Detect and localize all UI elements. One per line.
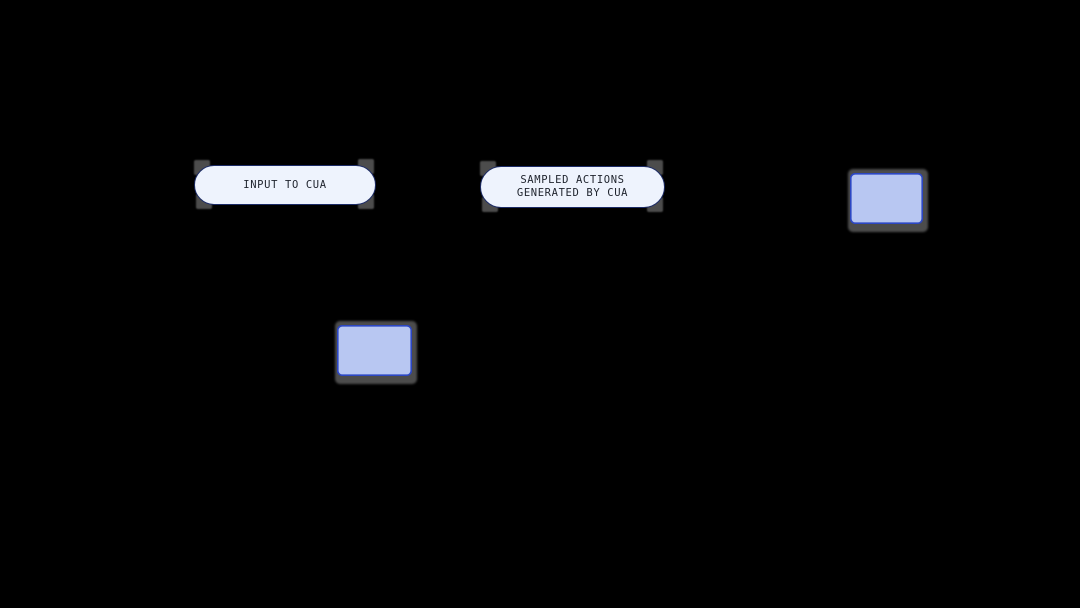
- sampled-actions-pill-body: SAMPLED ACTIONS GENERATED BY CUA: [480, 166, 665, 208]
- sampled-actions-label-line1: SAMPLED ACTIONS: [520, 174, 625, 186]
- image-with-viewfinder-icon: [337, 325, 412, 376]
- click-action-thumbnail: [848, 169, 928, 232]
- sampled-actions-pill: SAMPLED ACTIONS GENERATED BY CUA: [480, 160, 665, 212]
- image-with-cursor-icon: [850, 173, 923, 224]
- input-to-cua-pill: INPUT TO CUA: [194, 159, 376, 209]
- sampled-actions-label-line2: GENERATED BY CUA: [516, 187, 629, 199]
- input-to-cua-label: INPUT TO CUA: [243, 178, 327, 191]
- screenshot-thumbnail: [335, 321, 417, 384]
- image-frame-border: [850, 173, 923, 224]
- image-frame-border: [337, 325, 412, 376]
- input-to-cua-pill-body: INPUT TO CUA: [194, 165, 376, 205]
